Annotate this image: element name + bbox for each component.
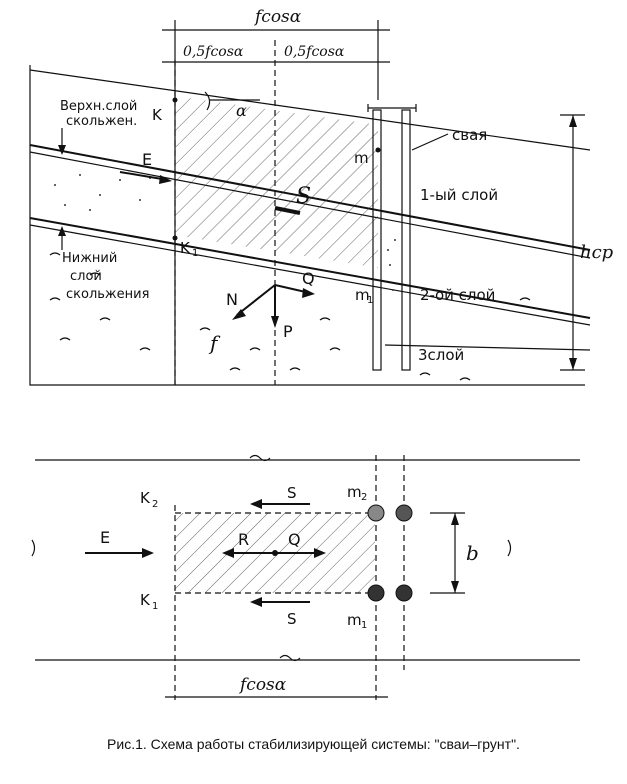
layer-2-label: 2-ой слой bbox=[420, 286, 495, 304]
plan-fcos-dimension: fcosα bbox=[165, 675, 388, 698]
plan-b-dimension: b bbox=[430, 512, 479, 594]
point-k-label: K bbox=[152, 106, 163, 124]
lower-slip-label-1: Нижний bbox=[62, 251, 117, 266]
point-m1-label: m bbox=[355, 286, 370, 304]
plan-m2-sub: 2 bbox=[361, 492, 367, 503]
plan-e-label: E bbox=[100, 528, 110, 547]
plan-force-arrows: S S R Q E bbox=[85, 484, 326, 628]
force-diagram: Q N P f bbox=[208, 269, 315, 355]
half-left-label: 0,5fcosα bbox=[183, 44, 244, 60]
soil-wave-marks bbox=[49, 252, 531, 381]
half-right-label: 0,5fcosα bbox=[284, 44, 345, 60]
plan-s-top-label: S bbox=[287, 484, 297, 502]
full-width-label: fcosα bbox=[253, 7, 302, 27]
plan-q-label: Q bbox=[288, 530, 301, 549]
plan-k2-label: K bbox=[140, 489, 151, 507]
force-q-label: Q bbox=[302, 269, 315, 288]
force-s-label: S bbox=[296, 184, 311, 209]
point-k1-label: K bbox=[180, 239, 191, 257]
upper-slip-label-1: Верхн.слой bbox=[60, 99, 137, 114]
point-m-label: m bbox=[354, 149, 369, 167]
layer-1-label: 1-ый слой bbox=[420, 186, 498, 204]
plan-fcos-label: fcosα bbox=[238, 675, 287, 695]
force-e-label: E bbox=[142, 150, 152, 169]
force-p-label: P bbox=[283, 322, 293, 341]
pile-section bbox=[367, 104, 417, 371]
layer-3-label: 3слой bbox=[418, 346, 464, 364]
plan-s-bottom-label: S bbox=[287, 610, 297, 628]
point-m1-sub: 1 bbox=[367, 295, 373, 306]
hcp-dimension: hcp bbox=[560, 114, 614, 371]
figure-caption: Рис.1. Схема работы стабилизирующей сист… bbox=[107, 736, 520, 752]
force-n-label: N bbox=[226, 290, 238, 309]
section-view: fcosα 0,5fcosα 0,5fcosα bbox=[29, 7, 614, 386]
pile-label: свая bbox=[452, 126, 487, 144]
plan-m1-label: m bbox=[347, 611, 362, 629]
lower-slip-label-2: слой bbox=[70, 269, 102, 284]
plan-m1-sub: 1 bbox=[361, 620, 367, 631]
plan-piles bbox=[367, 504, 413, 602]
lower-slip-label-3: скольжения bbox=[66, 287, 149, 302]
alpha-label: α bbox=[236, 101, 247, 120]
plan-k1-label: K bbox=[140, 591, 151, 609]
friction-f-label: f bbox=[208, 331, 221, 355]
upper-slip-label-2: скольжен. bbox=[66, 114, 137, 129]
point-k1-sub: 1 bbox=[192, 248, 198, 259]
sliding-block-hatch bbox=[175, 96, 378, 268]
plan-m2-label: m bbox=[347, 483, 362, 501]
plan-k1-sub: 1 bbox=[152, 601, 158, 612]
hcp-label: hcp bbox=[580, 242, 614, 263]
plan-k2-sub: 2 bbox=[152, 499, 158, 510]
plan-view: K 2 K 1 m 2 m 1 S S R Q E bbox=[31, 454, 580, 700]
plan-b-label: b bbox=[466, 541, 479, 565]
plan-r-label: R bbox=[238, 530, 249, 549]
